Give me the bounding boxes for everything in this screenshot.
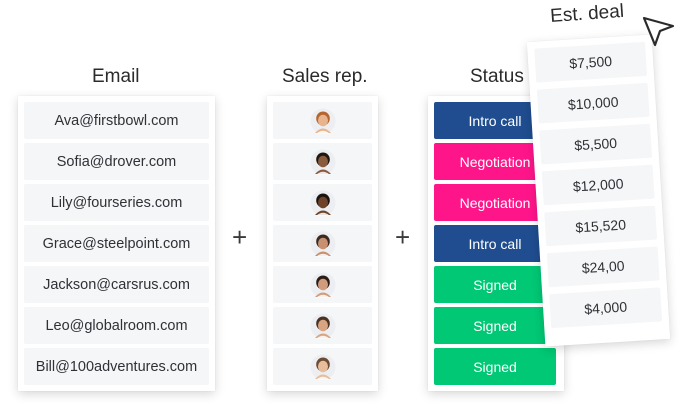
est-deal-cell[interactable]: $5,500 xyxy=(539,123,653,165)
avatar xyxy=(310,313,335,338)
email-cell[interactable]: Sofia@drover.com xyxy=(24,143,209,180)
email-column-title: Email xyxy=(92,66,140,87)
est-deal-cell[interactable]: $24,00 xyxy=(546,246,660,288)
avatar xyxy=(310,149,335,174)
est-deal-column-title: Est. deal xyxy=(549,0,625,28)
avatar xyxy=(310,231,335,256)
sales-rep-cell[interactable] xyxy=(273,184,372,221)
email-cell[interactable]: Bill@100adventures.com xyxy=(24,348,209,385)
email-cell[interactable]: Lily@fourseries.com xyxy=(24,184,209,221)
plus-operator: + xyxy=(232,222,248,252)
email-cell[interactable]: Jackson@carsrus.com xyxy=(24,266,209,303)
email-cell[interactable]: Leo@globalroom.com xyxy=(24,307,209,344)
sales-rep-cell[interactable] xyxy=(273,225,372,262)
avatar xyxy=(310,190,335,215)
sales-rep-cell[interactable] xyxy=(273,266,372,303)
est-deal-cell[interactable]: $4,000 xyxy=(549,287,663,329)
status-badge[interactable]: Signed xyxy=(434,266,556,303)
sales-rep-cell[interactable] xyxy=(273,307,372,344)
status-column-title: Status xyxy=(470,66,524,87)
sales-rep-column xyxy=(267,96,378,391)
status-badge[interactable]: Signed xyxy=(434,307,556,344)
avatar xyxy=(310,354,335,379)
est-deal-cell[interactable]: $7,500 xyxy=(534,41,648,83)
sales-rep-cell[interactable] xyxy=(273,143,372,180)
est-deal-cell[interactable]: $10,000 xyxy=(536,82,650,124)
sales-rep-cell[interactable] xyxy=(273,102,372,139)
status-badge[interactable]: Signed xyxy=(434,348,556,385)
avatar xyxy=(310,272,335,297)
cursor-arrow-icon xyxy=(642,16,675,47)
est-deal-cell[interactable]: $15,520 xyxy=(544,205,658,247)
est-deal-cell[interactable]: $12,000 xyxy=(541,164,655,206)
email-cell[interactable]: Grace@steelpoint.com xyxy=(24,225,209,262)
plus-operator: + xyxy=(395,222,411,252)
email-cell[interactable]: Ava@firstbowl.com xyxy=(24,102,209,139)
sales-rep-column-title: Sales rep. xyxy=(282,66,368,87)
status-badge[interactable]: Intro call xyxy=(434,225,556,262)
sales-rep-cell[interactable] xyxy=(273,348,372,385)
avatar xyxy=(310,108,335,133)
est-deal-column: $7,500$10,000$5,500$12,000$15,520$24,00$… xyxy=(526,34,671,347)
est-deal-column-wrapper: $7,500$10,000$5,500$12,000$15,520$24,00$… xyxy=(526,34,671,347)
